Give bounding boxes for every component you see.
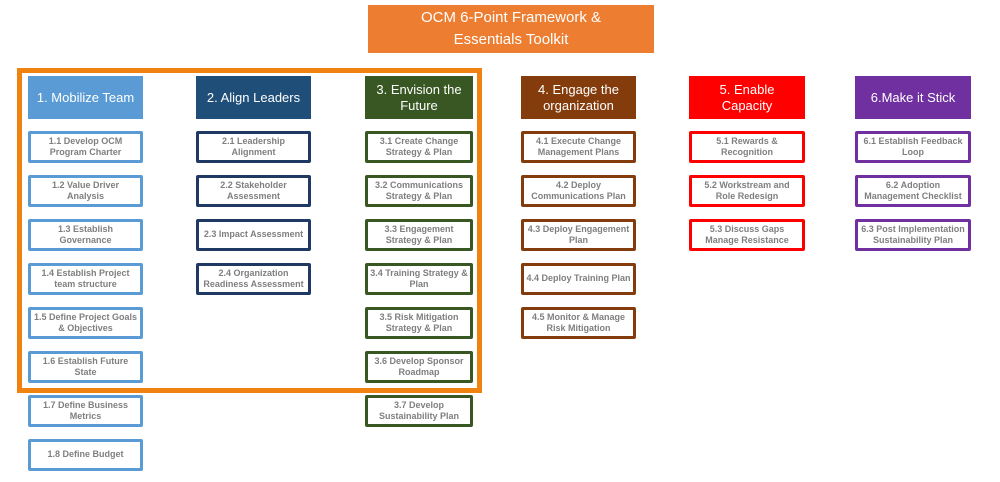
item-1-6: 1.6 Establish Future State [28,351,143,383]
item-4-2: 4.2 Deploy Communications Plan [521,175,636,207]
item-1-7: 1.7 Define Business Metrics [28,395,143,427]
column-header-enable-capacity: 5. Enable Capacity [689,76,805,119]
item-3-1: 3.1 Create Change Strategy & Plan [365,131,473,163]
column-header-align-leaders: 2. Align Leaders [196,76,311,119]
column-mobilize-team: 1. Mobilize Team 1.1 Develop OCM Program… [28,76,143,471]
item-2-2: 2.2 Stakeholder Assessment [196,175,311,207]
item-2-3: 2.3 Impact Assessment [196,219,311,251]
phase-1-3-highlight-outline [17,68,482,393]
item-1-5: 1.5 Define Project Goals & Objectives [28,307,143,339]
item-1-2: 1.2 Value Driver Analysis [28,175,143,207]
item-6-3: 6.3 Post Implementation Sustainability P… [855,219,971,251]
column-header-envision-the-future: 3. Envision the Future [365,76,473,119]
item-1-4: 1.4 Establish Project team structure [28,263,143,295]
item-5-1: 5.1 Rewards & Recognition [689,131,805,163]
item-4-1: 4.1 Execute Change Management Plans [521,131,636,163]
item-3-4: 3.4 Training Strategy & Plan [365,263,473,295]
column-engage-the-organization: 4. Engage the organization 4.1 Execute C… [521,76,636,339]
item-6-1: 6.1 Establish Feedback Loop [855,131,971,163]
item-3-6: 3.6 Develop Sponsor Roadmap [365,351,473,383]
column-make-it-stick: 6.Make it Stick 6.1 Establish Feedback L… [855,76,971,251]
column-header-mobilize-team: 1. Mobilize Team [28,76,143,119]
item-1-1: 1.1 Develop OCM Program Charter [28,131,143,163]
column-enable-capacity: 5. Enable Capacity 5.1 Rewards & Recogni… [689,76,805,251]
column-header-engage-the-organization: 4. Engage the organization [521,76,636,119]
column-align-leaders: 2. Align Leaders 2.1 Leadership Alignmen… [196,76,311,295]
item-5-3: 5.3 Discuss Gaps Manage Resistance [689,219,805,251]
item-2-1: 2.1 Leadership Alignment [196,131,311,163]
column-envision-the-future: 3. Envision the Future 3.1 Create Change… [365,76,473,427]
item-4-4: 4.4 Deploy Training Plan [521,263,636,295]
item-2-4: 2.4 Organization Readiness Assessment [196,263,311,295]
item-3-3: 3.3 Engagement Strategy & Plan [365,219,473,251]
item-3-7: 3.7 Develop Sustainability Plan [365,395,473,427]
item-3-2: 3.2 Communications Strategy & Plan [365,175,473,207]
item-5-2: 5.2 Workstream and Role Redesign [689,175,805,207]
item-1-8: 1.8 Define Budget [28,439,143,471]
column-header-make-it-stick: 6.Make it Stick [855,76,971,119]
item-4-5: 4.5 Monitor & Manage Risk Mitigation [521,307,636,339]
item-1-3: 1.3 Establish Governance [28,219,143,251]
item-6-2: 6.2 Adoption Management Checklist [855,175,971,207]
framework-title: OCM 6-Point Framework & Essentials Toolk… [368,5,654,53]
item-4-3: 4.3 Deploy Engagement Plan [521,219,636,251]
item-3-5: 3.5 Risk Mitigation Strategy & Plan [365,307,473,339]
